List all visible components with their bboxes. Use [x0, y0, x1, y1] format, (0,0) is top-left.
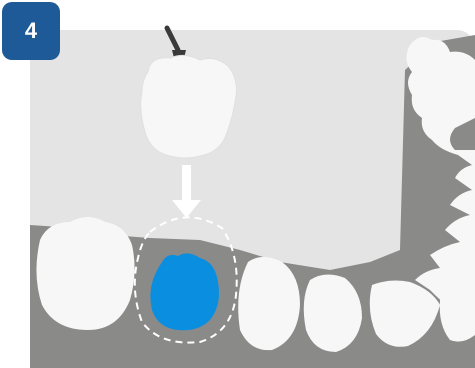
implant-site-icon — [150, 253, 219, 330]
dental-crown-icon — [141, 55, 237, 158]
step-number-label: 4 — [2, 2, 60, 60]
lower-left-molar — [36, 217, 134, 330]
step-number-badge: 4 — [2, 2, 60, 60]
